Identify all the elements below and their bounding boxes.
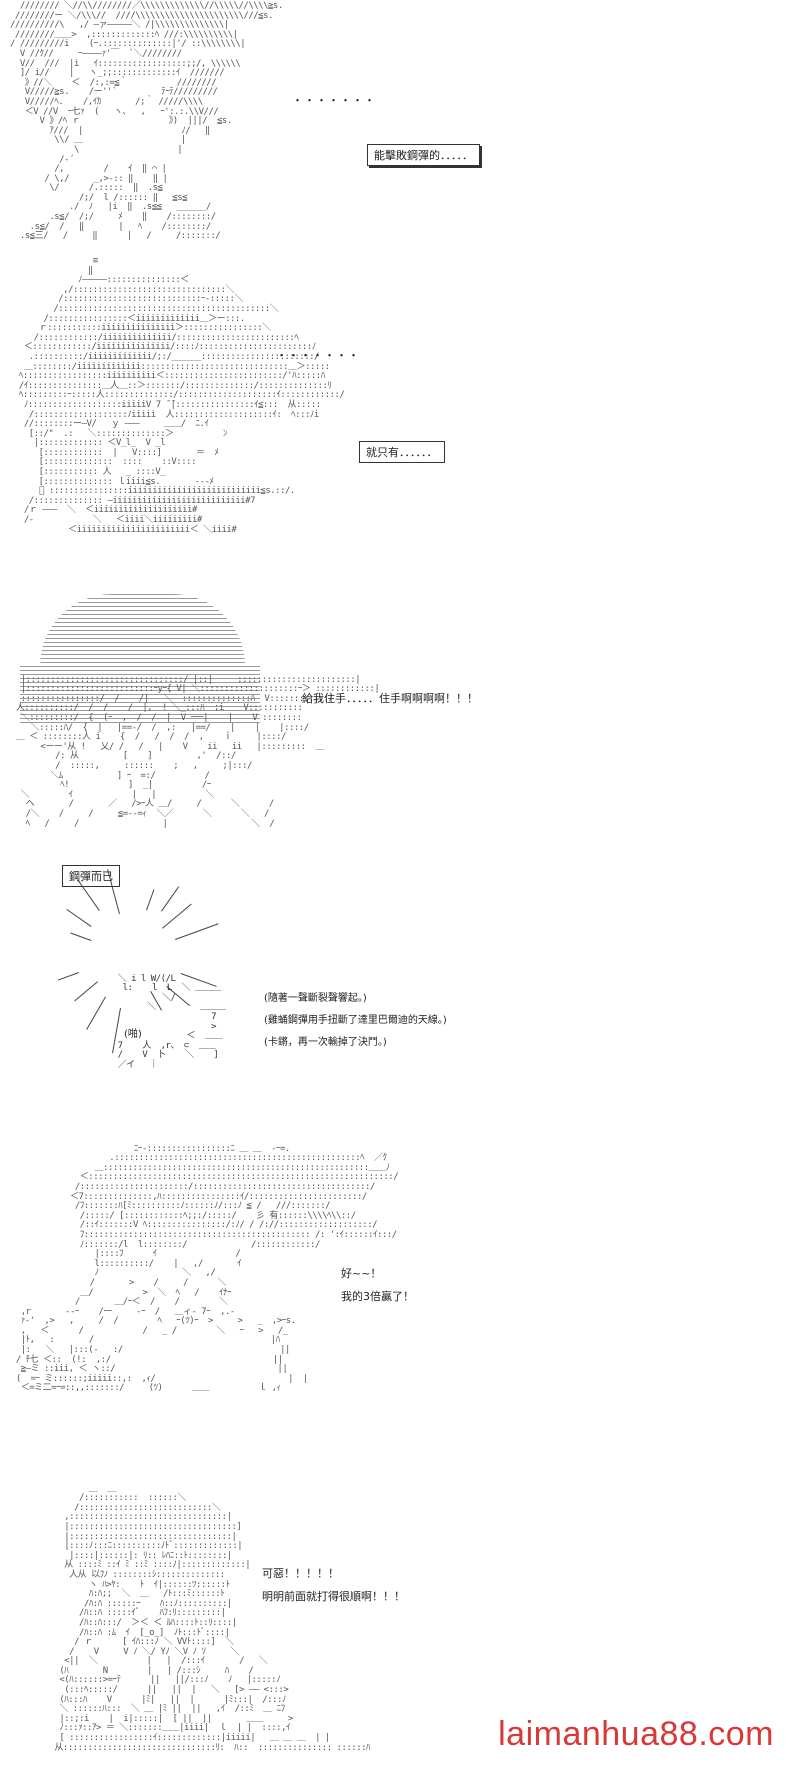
burst-line xyxy=(162,903,192,929)
shout-text: 給我住手．．．．．住手啊啊啊啊！！！ xyxy=(302,692,478,705)
burst-line xyxy=(66,909,92,928)
burst-line xyxy=(69,932,91,941)
ascii-art-figure-1: //////// ＼//\\////////／\\\\\\\\\\\\\//\\… xyxy=(10,1,283,242)
dialogue-line: 可惡！！！！！ xyxy=(262,1567,339,1580)
ascii-art-figure-2: ≡ ‖ ﾉ―――――:::::::::::::::＜ ,/:::::::::::… xyxy=(18,256,345,535)
panel-6: ＿ ＿ /::::::::::: ::::::＼ /::::::::::::::… xyxy=(0,1455,800,1784)
ellipsis-text: ・・・・・・・ xyxy=(292,94,376,107)
narration-line: (雞蛹鋼彈用手扭斷了達里巴爾迪的天線。) xyxy=(264,1015,447,1026)
hatched-shading xyxy=(40,594,245,666)
narration-line: (卡鏘，再一次輸掉了決鬥。) xyxy=(264,1037,387,1048)
burst-line xyxy=(77,879,100,911)
dialogue-line: 我的3倍贏了！ xyxy=(341,1290,414,1303)
ascii-art-figure-3: |::::::::::::::::::::::::::::::::/ |::| … xyxy=(15,674,380,829)
ascii-art-figure-6: ＿ ＿ /::::::::::: ::::::＼ /::::::::::::::… xyxy=(54,1483,371,1753)
burst-line xyxy=(175,922,219,940)
ascii-art-hand: ＼ i l W/(/L l: l L ＼ ＿＿＿ ＼/ ＼ ＿＿＿ 7 > ＜ … xyxy=(117,973,226,1070)
ascii-art-figure-5: ﾆｰ-:::::::::::::::::ﾆ ＿ ＿ ‐ｰ=. .::::::::… xyxy=(15,1143,399,1394)
narration-box: 就只有．．．．．． xyxy=(359,441,445,463)
panel-1: //////// ＼//\\////////／\\\\\\\\\\\\\//\\… xyxy=(0,0,800,255)
burst-line xyxy=(146,889,155,911)
watermark-logo: laimanhua88.com xyxy=(498,1715,774,1753)
burst-line xyxy=(58,972,80,981)
dialogue-line: 好~~！ xyxy=(341,1267,382,1280)
ellipsis-text: ・・・・・・・ xyxy=(276,349,360,362)
burst-line xyxy=(107,869,121,915)
narration-box: 能擊敗鋼彈的．．．．． xyxy=(367,144,480,166)
dialogue-line: 明明前面就打得很順啊！！！ xyxy=(262,1590,405,1603)
hatched-shading xyxy=(20,666,260,726)
sfx-text: (啪) xyxy=(124,1029,142,1040)
panel-2: ≡ ‖ ﾉ―――――:::::::::::::::＜ ,/:::::::::::… xyxy=(0,255,800,580)
burst-line xyxy=(160,886,179,912)
panel-4: 鋼彈而已 ＼ i l W/(/L l: l L ＼ ＿＿＿ ＼/ ＼ ＿＿＿ 7… xyxy=(0,835,800,1125)
panel-3: |::::::::::::::::::::::::::::::::/ |::| … xyxy=(0,580,800,835)
panel-5: ﾆｰ-:::::::::::::::::ﾆ ＿ ＿ ‐ｰ=. .::::::::… xyxy=(0,1125,800,1455)
burst-line xyxy=(74,981,98,1002)
narration-box: 鋼彈而已 xyxy=(62,865,120,887)
narration-line: (隨著一聲斷裂聲響起。) xyxy=(264,993,367,1004)
